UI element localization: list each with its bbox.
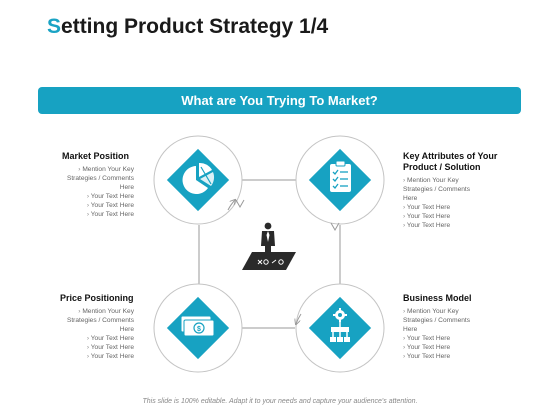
heading-key-attributes: Key Attributes of Your Product / Solutio… (403, 151, 498, 172)
list-item: Mention Your Key Strategies / Comments H… (60, 307, 134, 334)
footer-note: This slide is 100% editable. Adapt it to… (142, 398, 418, 405)
list-item: Your Text Here (62, 201, 134, 210)
block-business-model: Business Model Mention Your Key Strategi… (403, 293, 483, 361)
banner-text: What are You Trying To Market? (181, 93, 378, 108)
list-business-model: Mention Your Key Strategies / Comments H… (403, 307, 471, 361)
list-market-position: Mention Your Key Strategies / Comments H… (62, 165, 134, 219)
circle-key-attributes (295, 135, 385, 225)
cycle-connectors (198, 179, 341, 329)
list-item: Your Text Here (403, 212, 471, 221)
pie-chart-icon (182, 162, 215, 194)
clipboard-checklist-icon (330, 160, 351, 192)
list-item: Your Text Here (403, 203, 471, 212)
list-item: Your Text Here (60, 352, 134, 361)
businessman-strategy-board-icon (242, 222, 296, 270)
list-price-positioning: Mention Your Key Strategies / Comments H… (60, 307, 134, 361)
block-key-attributes: Key Attributes of Your Product / Solutio… (403, 151, 515, 230)
heading-business-model: Business Model (403, 293, 472, 303)
list-item: Your Text Here (403, 334, 471, 343)
svg-text:$: $ (197, 326, 201, 333)
connector-arrows (235, 199, 340, 232)
circle-business-model (296, 283, 385, 373)
org-structure-gear-icon (330, 308, 350, 342)
list-item: Mention Your Key Strategies / Comments H… (62, 165, 134, 192)
arrow-head-down-left (235, 199, 245, 209)
page-title: Setting Product Strategy 1/4 (47, 15, 328, 39)
question-banner: What are You Trying To Market? (38, 87, 521, 114)
list-item: Your Text Here (403, 221, 471, 230)
list-item: Your Text Here (403, 352, 471, 361)
list-item: Mention Your Key Strategies / Comments H… (403, 307, 471, 334)
block-price-positioning: Price Positioning Mention Your Key Strat… (60, 293, 134, 361)
list-item: Your Text Here (62, 210, 134, 219)
heading-market-position: Market Position (62, 151, 130, 161)
title-accent-letter: S (47, 15, 62, 38)
list-item: Your Text Here (62, 192, 134, 201)
circle-price-positioning: $ (153, 283, 243, 373)
block-market-position: Market Position Mention Your Key Strateg… (62, 151, 134, 219)
heading-price-positioning: Price Positioning (60, 293, 134, 303)
circle-market-position (153, 135, 243, 225)
list-key-attributes: Mention Your Key Strategies / Comments H… (403, 176, 471, 230)
list-item: Mention Your Key Strategies / Comments H… (403, 176, 471, 203)
list-item: Your Text Here (403, 343, 471, 352)
list-item: Your Text Here (60, 343, 134, 352)
money-bills-icon: $ (180, 315, 215, 337)
arrow-head-right (330, 222, 340, 232)
title-text: etting Product Strategy 1/4 (61, 15, 329, 38)
list-item: Your Text Here (60, 334, 134, 343)
